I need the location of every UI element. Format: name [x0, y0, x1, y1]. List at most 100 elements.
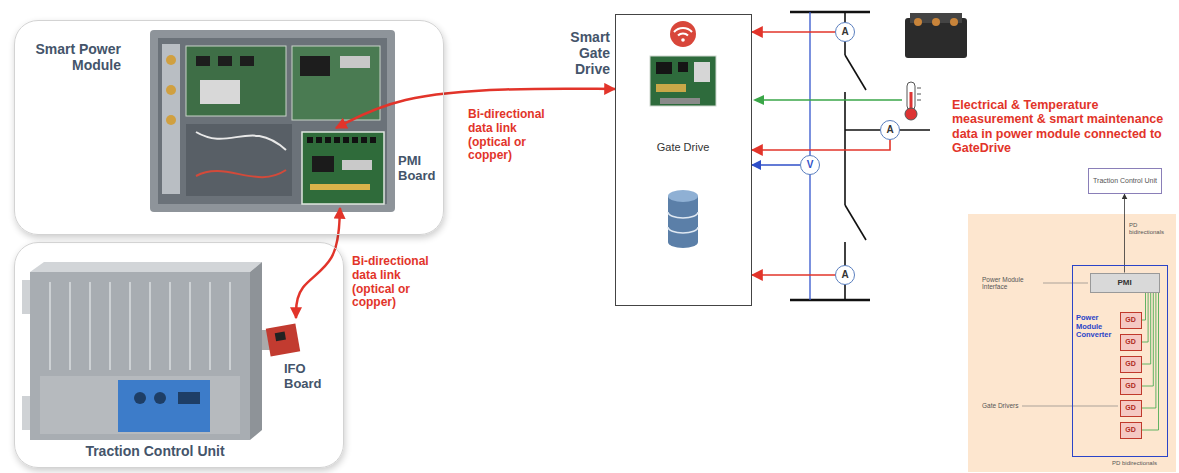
meter-circle: A	[835, 265, 855, 285]
power-module-photo	[196, 132, 286, 150]
circuit-wiring	[845, 205, 866, 240]
traction-control-unit-photo	[134, 392, 146, 404]
gate-driver-box: GD	[1120, 334, 1142, 351]
gate-driver-text: GD	[1125, 404, 1136, 412]
power-module-photo	[186, 124, 292, 196]
pmi-board-photo	[352, 137, 358, 143]
callout-note: Electrical & Temperature measurement & s…	[952, 98, 1170, 156]
pmi-board-photo	[302, 132, 384, 204]
power-module-photo	[166, 55, 176, 65]
data-link-connector	[752, 140, 890, 150]
gate-driver-box: GD	[1120, 356, 1142, 373]
traction-control-unit-photo	[129, 282, 131, 370]
pmi-board-photo	[334, 137, 340, 143]
thermometer-icon	[910, 92, 913, 110]
traction-control-unit-photo	[22, 280, 30, 314]
traction-control-unit-photo	[178, 392, 200, 404]
power-module-photo	[292, 46, 380, 120]
traction-control-unit-photo	[229, 282, 231, 370]
ifo-board-photo	[262, 324, 300, 357]
power-module-photo	[150, 30, 395, 212]
inset-background	[968, 214, 1176, 472]
power-module-photo	[200, 80, 240, 104]
temperature-arrow	[760, 99, 902, 101]
traction-control-unit-photo	[250, 262, 262, 440]
gate-drive-box: Smart Gate DriveGate Drive	[615, 14, 752, 306]
traction-control-unit-photo	[149, 282, 151, 370]
gate-driver-text: GD	[1125, 360, 1136, 368]
gate-driver-box: GD	[1120, 378, 1142, 395]
ifo-board-photo	[266, 324, 300, 357]
traction-control-unit-photo	[189, 282, 191, 370]
meter-letter: A	[841, 26, 848, 38]
pmi-board-photo	[343, 137, 349, 143]
circuit-wiring	[845, 55, 866, 90]
leader-line	[1022, 283, 1118, 406]
inset-note: PD bidirectionals	[1129, 222, 1173, 236]
traction-control-unit-photo	[22, 262, 262, 440]
meter-letter: V	[807, 159, 814, 171]
data-link-connector	[296, 208, 340, 318]
circuit-wiring	[844, 92, 846, 205]
ifo-board: IFO Board	[262, 318, 334, 402]
meter-circle: A	[880, 120, 900, 140]
inset-control-unit-box: Traction Control Unit	[1088, 168, 1162, 194]
thermometer-icon	[917, 88, 921, 89]
leader-line	[1022, 406, 1118, 407]
power-module-photo	[196, 56, 210, 66]
pmi-board-photo	[310, 184, 370, 190]
database-icon	[668, 212, 698, 218]
data-link-connector	[752, 164, 800, 166]
power-module-photo	[166, 85, 176, 95]
traction-control-unit-photo	[22, 396, 30, 430]
converter-title: Power Module Converter	[1076, 314, 1118, 340]
gate-driver-box: GD	[1120, 422, 1142, 439]
igbt-module-photo	[914, 18, 922, 26]
traction-control-unit-photo	[49, 282, 51, 370]
inset-note: Gate Drivers	[982, 402, 1040, 409]
wifi-icon	[670, 21, 696, 47]
gate-driver-text: GD	[1125, 316, 1136, 324]
inset-background	[968, 214, 1176, 472]
traction-control-unit-photo	[69, 282, 71, 370]
data-link-connector	[1142, 293, 1146, 321]
traction-control-unit-photo	[118, 380, 210, 432]
pmi-board: PMI Board	[298, 128, 442, 208]
pmi-board-photo	[325, 137, 331, 143]
panel-title: Traction Control Unit	[55, 443, 255, 459]
board-label: IFO Board	[284, 362, 332, 392]
pmi-box: PMI	[1090, 273, 1160, 293]
pmi-board-photo	[316, 137, 322, 143]
temperature-arrow	[753, 95, 764, 105]
traction-control-unit-photo	[30, 272, 250, 440]
circuit-wiring	[790, 299, 870, 302]
igbt-module-photo	[905, 13, 967, 58]
traction-control-unit-photo	[50, 282, 230, 370]
data-link-connector	[1142, 293, 1154, 387]
traction-control-unit-photo	[154, 392, 166, 404]
gate-drive-board-photo	[650, 56, 716, 106]
thermometer-icon	[917, 100, 921, 101]
edge-label: Bi-directional data link (optical or cop…	[352, 255, 446, 310]
circuit-wiring	[790, 11, 870, 14]
gate-drive-board-photo	[678, 62, 688, 72]
control-unit-panel: Traction Control Unit IFO Board	[14, 242, 344, 468]
box-text: PMI	[1117, 278, 1131, 287]
data-link-connector	[1142, 293, 1149, 343]
power-module-photo	[186, 46, 286, 116]
power-module-photo	[196, 170, 286, 177]
edge-label: Bi-directional data link (optical or cop…	[468, 108, 562, 163]
converter-box: Power Module Converter PMI GD GD GD GD GD GD	[1072, 265, 1168, 457]
gate-driver-text: GD	[1125, 338, 1136, 346]
data-link-connector	[752, 274, 835, 276]
meter-circle: A	[835, 22, 855, 42]
traction-control-unit-photo	[169, 282, 171, 370]
database-icon	[668, 190, 698, 202]
thermometer-icon	[905, 82, 921, 120]
wifi-icon	[681, 38, 685, 42]
wifi-icon	[670, 21, 696, 47]
board-label: PMI Board	[398, 154, 442, 184]
module-panel: Smart Power ModulePMI Board	[14, 20, 444, 235]
meter-letter: A	[886, 124, 893, 136]
pmi-board-photo	[307, 137, 313, 143]
